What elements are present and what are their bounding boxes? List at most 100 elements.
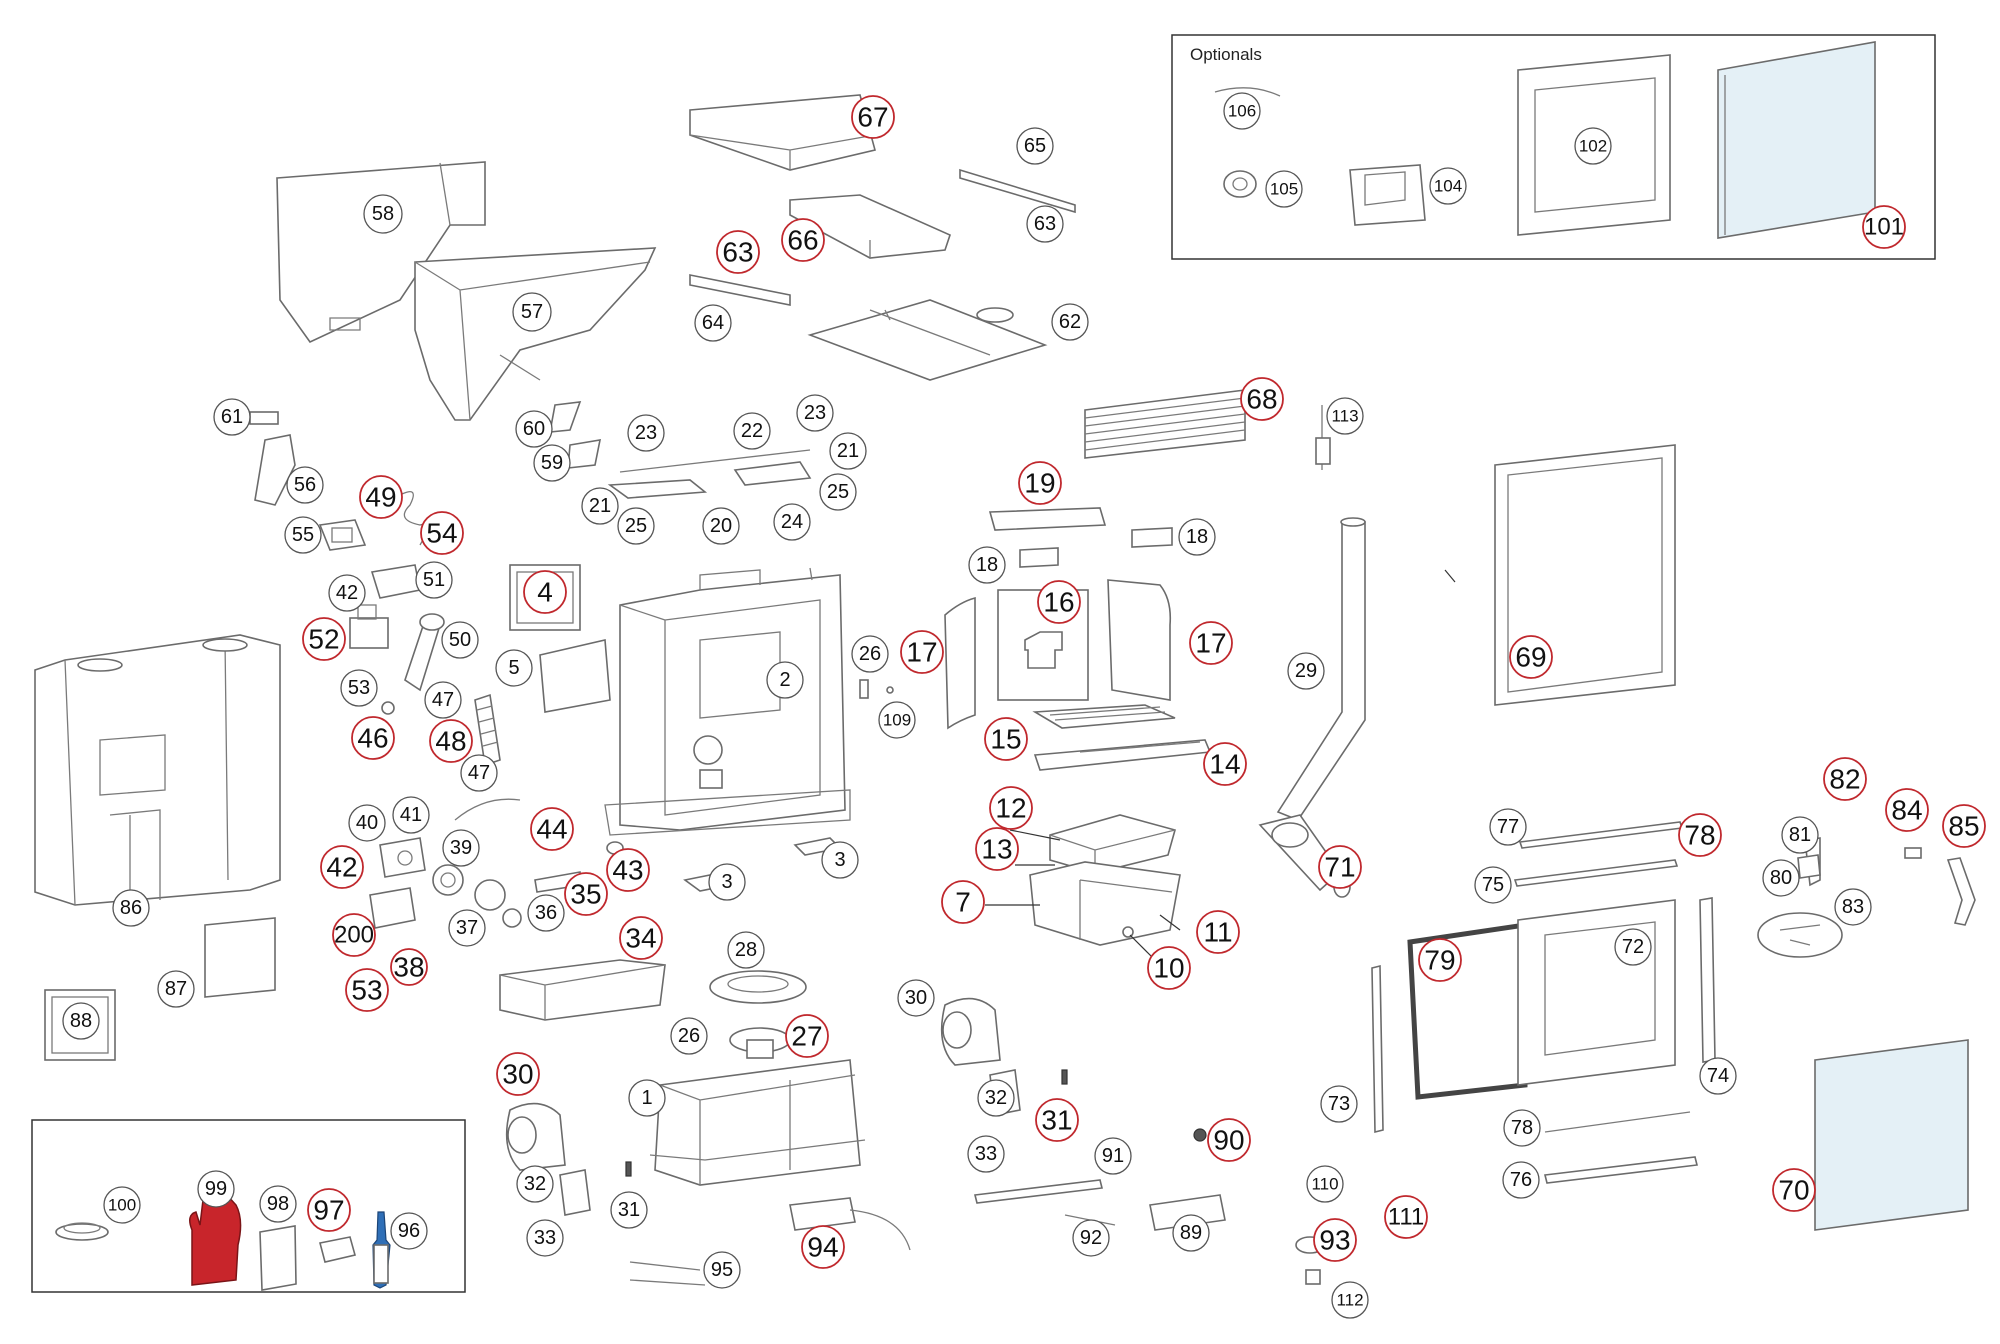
callout-circle (390, 948, 428, 986)
callout-label: 58 (372, 203, 394, 225)
callout-label: 68 (1246, 384, 1277, 415)
callout-2: 2 (766, 661, 804, 699)
callout-label: 52 (308, 624, 339, 655)
callout-12: 12 (989, 786, 1033, 830)
callout-42: 42 (328, 574, 366, 612)
part-17-side-panel-right (1107, 579, 1172, 701)
callout-circle (785, 1014, 829, 1058)
callout-label: 109 (883, 711, 911, 730)
callout-label: 89 (1180, 1222, 1202, 1244)
callout-circle (1614, 928, 1652, 966)
callout-circle (773, 503, 811, 541)
callout-circle (1018, 461, 1062, 505)
accessories-frame (31, 1119, 466, 1293)
callout-label: 97 (313, 1195, 344, 1226)
callout-label: 71 (1324, 852, 1355, 883)
callout-circle (1331, 1281, 1369, 1319)
callout-label: 106 (1228, 102, 1256, 121)
callout-label: 78 (1511, 1117, 1533, 1139)
callout-label: 18 (976, 554, 998, 576)
callout-circle (103, 1186, 141, 1224)
callout-circle (523, 570, 567, 614)
callout-label: 78 (1684, 820, 1715, 851)
callout-circle (989, 786, 1033, 830)
callout-label: 110 (1311, 1175, 1338, 1194)
callout-circle (197, 1170, 235, 1208)
callout-label: 36 (535, 902, 557, 924)
callout-label: 104 (1434, 177, 1462, 196)
callout-label: 26 (859, 643, 881, 665)
callout-100: 100 (103, 1186, 141, 1224)
callout-label: 49 (365, 482, 396, 513)
callout-66: 66 (781, 218, 825, 262)
callout-26: 26 (670, 1017, 708, 1055)
callout-circle (703, 1251, 741, 1289)
callout-circle (1313, 1218, 1357, 1262)
callout-21: 21 (829, 432, 867, 470)
part-94-control-board (789, 1197, 911, 1251)
callout-circle (429, 719, 473, 763)
part-57-hopper (414, 247, 657, 421)
callout-label: 38 (393, 952, 424, 983)
callout-105: 105 (1265, 170, 1303, 208)
callout-circle (1178, 518, 1216, 556)
callout-59: 59 (533, 444, 571, 482)
callout-circle (851, 95, 895, 139)
callout-label: 17 (906, 637, 937, 668)
callout-circle (821, 841, 859, 879)
callout-21: 21 (581, 487, 619, 525)
part-55-gasket (318, 519, 367, 551)
part-101-glass (1717, 41, 1876, 239)
callout-label: 60 (523, 418, 545, 440)
callout-label: 87 (165, 978, 187, 1000)
callout-circle (716, 230, 760, 274)
callout-113: 113 (1326, 397, 1364, 435)
callout-55: 55 (284, 516, 322, 554)
callout-20: 20 (702, 507, 740, 545)
callout-label: 82 (1829, 764, 1860, 795)
callout-46: 46 (351, 716, 395, 760)
callout-69: 69 (1509, 635, 1553, 679)
callout-92: 92 (1072, 1219, 1110, 1257)
callout-16: 16 (1037, 580, 1081, 624)
callout-25: 25 (617, 507, 655, 545)
callout-circle (897, 979, 935, 1017)
callout-circle (1781, 816, 1819, 854)
callout-label: 90 (1213, 1125, 1244, 1156)
part-51-bracket (370, 564, 421, 599)
part-113-probe (1315, 405, 1331, 470)
callout-circle (1094, 1137, 1132, 1175)
part-30-blower-left (505, 1102, 566, 1171)
callout-circle (533, 444, 571, 482)
callout-circle (1678, 813, 1722, 857)
part-38-flange (474, 879, 506, 911)
callout-circle (1772, 1168, 1816, 1212)
callout-83: 83 (1834, 888, 1872, 926)
callout-1: 1 (628, 1079, 666, 1117)
callout-label: 34 (625, 923, 656, 954)
callout-label: 88 (70, 1010, 92, 1032)
callout-90: 90 (1207, 1118, 1251, 1162)
callout-19: 19 (1018, 461, 1062, 505)
part-66-tray (789, 194, 951, 259)
callout-circle (1172, 1214, 1210, 1252)
part-32-bracket-left (559, 1169, 591, 1216)
callout-label: 35 (570, 879, 601, 910)
callout-label: 63 (722, 237, 753, 268)
callout-label: 42 (336, 582, 358, 604)
callout-17: 17 (1189, 621, 1233, 665)
callout-label: 7 (955, 887, 971, 918)
callout-label: 42 (326, 852, 357, 883)
callout-label: 67 (857, 102, 888, 133)
callout-label: 22 (741, 420, 763, 442)
callout-label: 102 (1579, 137, 1607, 156)
callout-circle (851, 635, 889, 673)
part-29-flue-pipe (1258, 517, 1366, 892)
callout-94: 94 (801, 1225, 845, 1269)
callout-label: 92 (1080, 1227, 1102, 1249)
callout-circle (1306, 1165, 1344, 1203)
callout-37: 37 (448, 909, 486, 947)
part-65-rail (959, 168, 1076, 214)
part-12-brazier-box (1049, 814, 1176, 874)
